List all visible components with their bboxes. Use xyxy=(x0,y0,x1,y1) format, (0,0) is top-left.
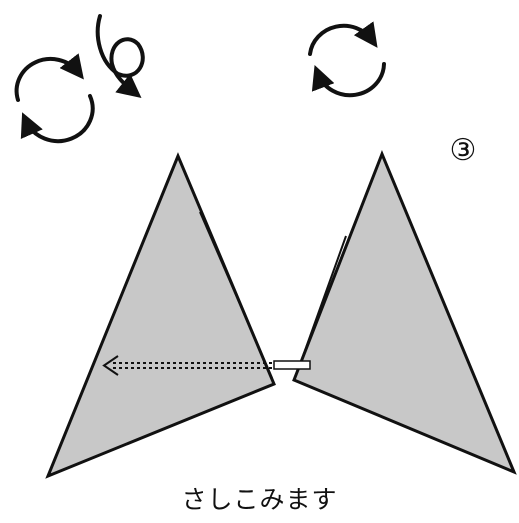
left-paper-piece xyxy=(48,156,274,476)
step-number: ③ xyxy=(440,128,486,174)
insertion-slot xyxy=(274,361,310,369)
loop-arrow-icon xyxy=(98,16,143,92)
right-paper-piece xyxy=(294,154,514,472)
instruction-caption: さしこみます xyxy=(0,480,519,516)
rotate-right-icon xyxy=(310,26,384,95)
rotate-left-icon xyxy=(17,59,93,141)
